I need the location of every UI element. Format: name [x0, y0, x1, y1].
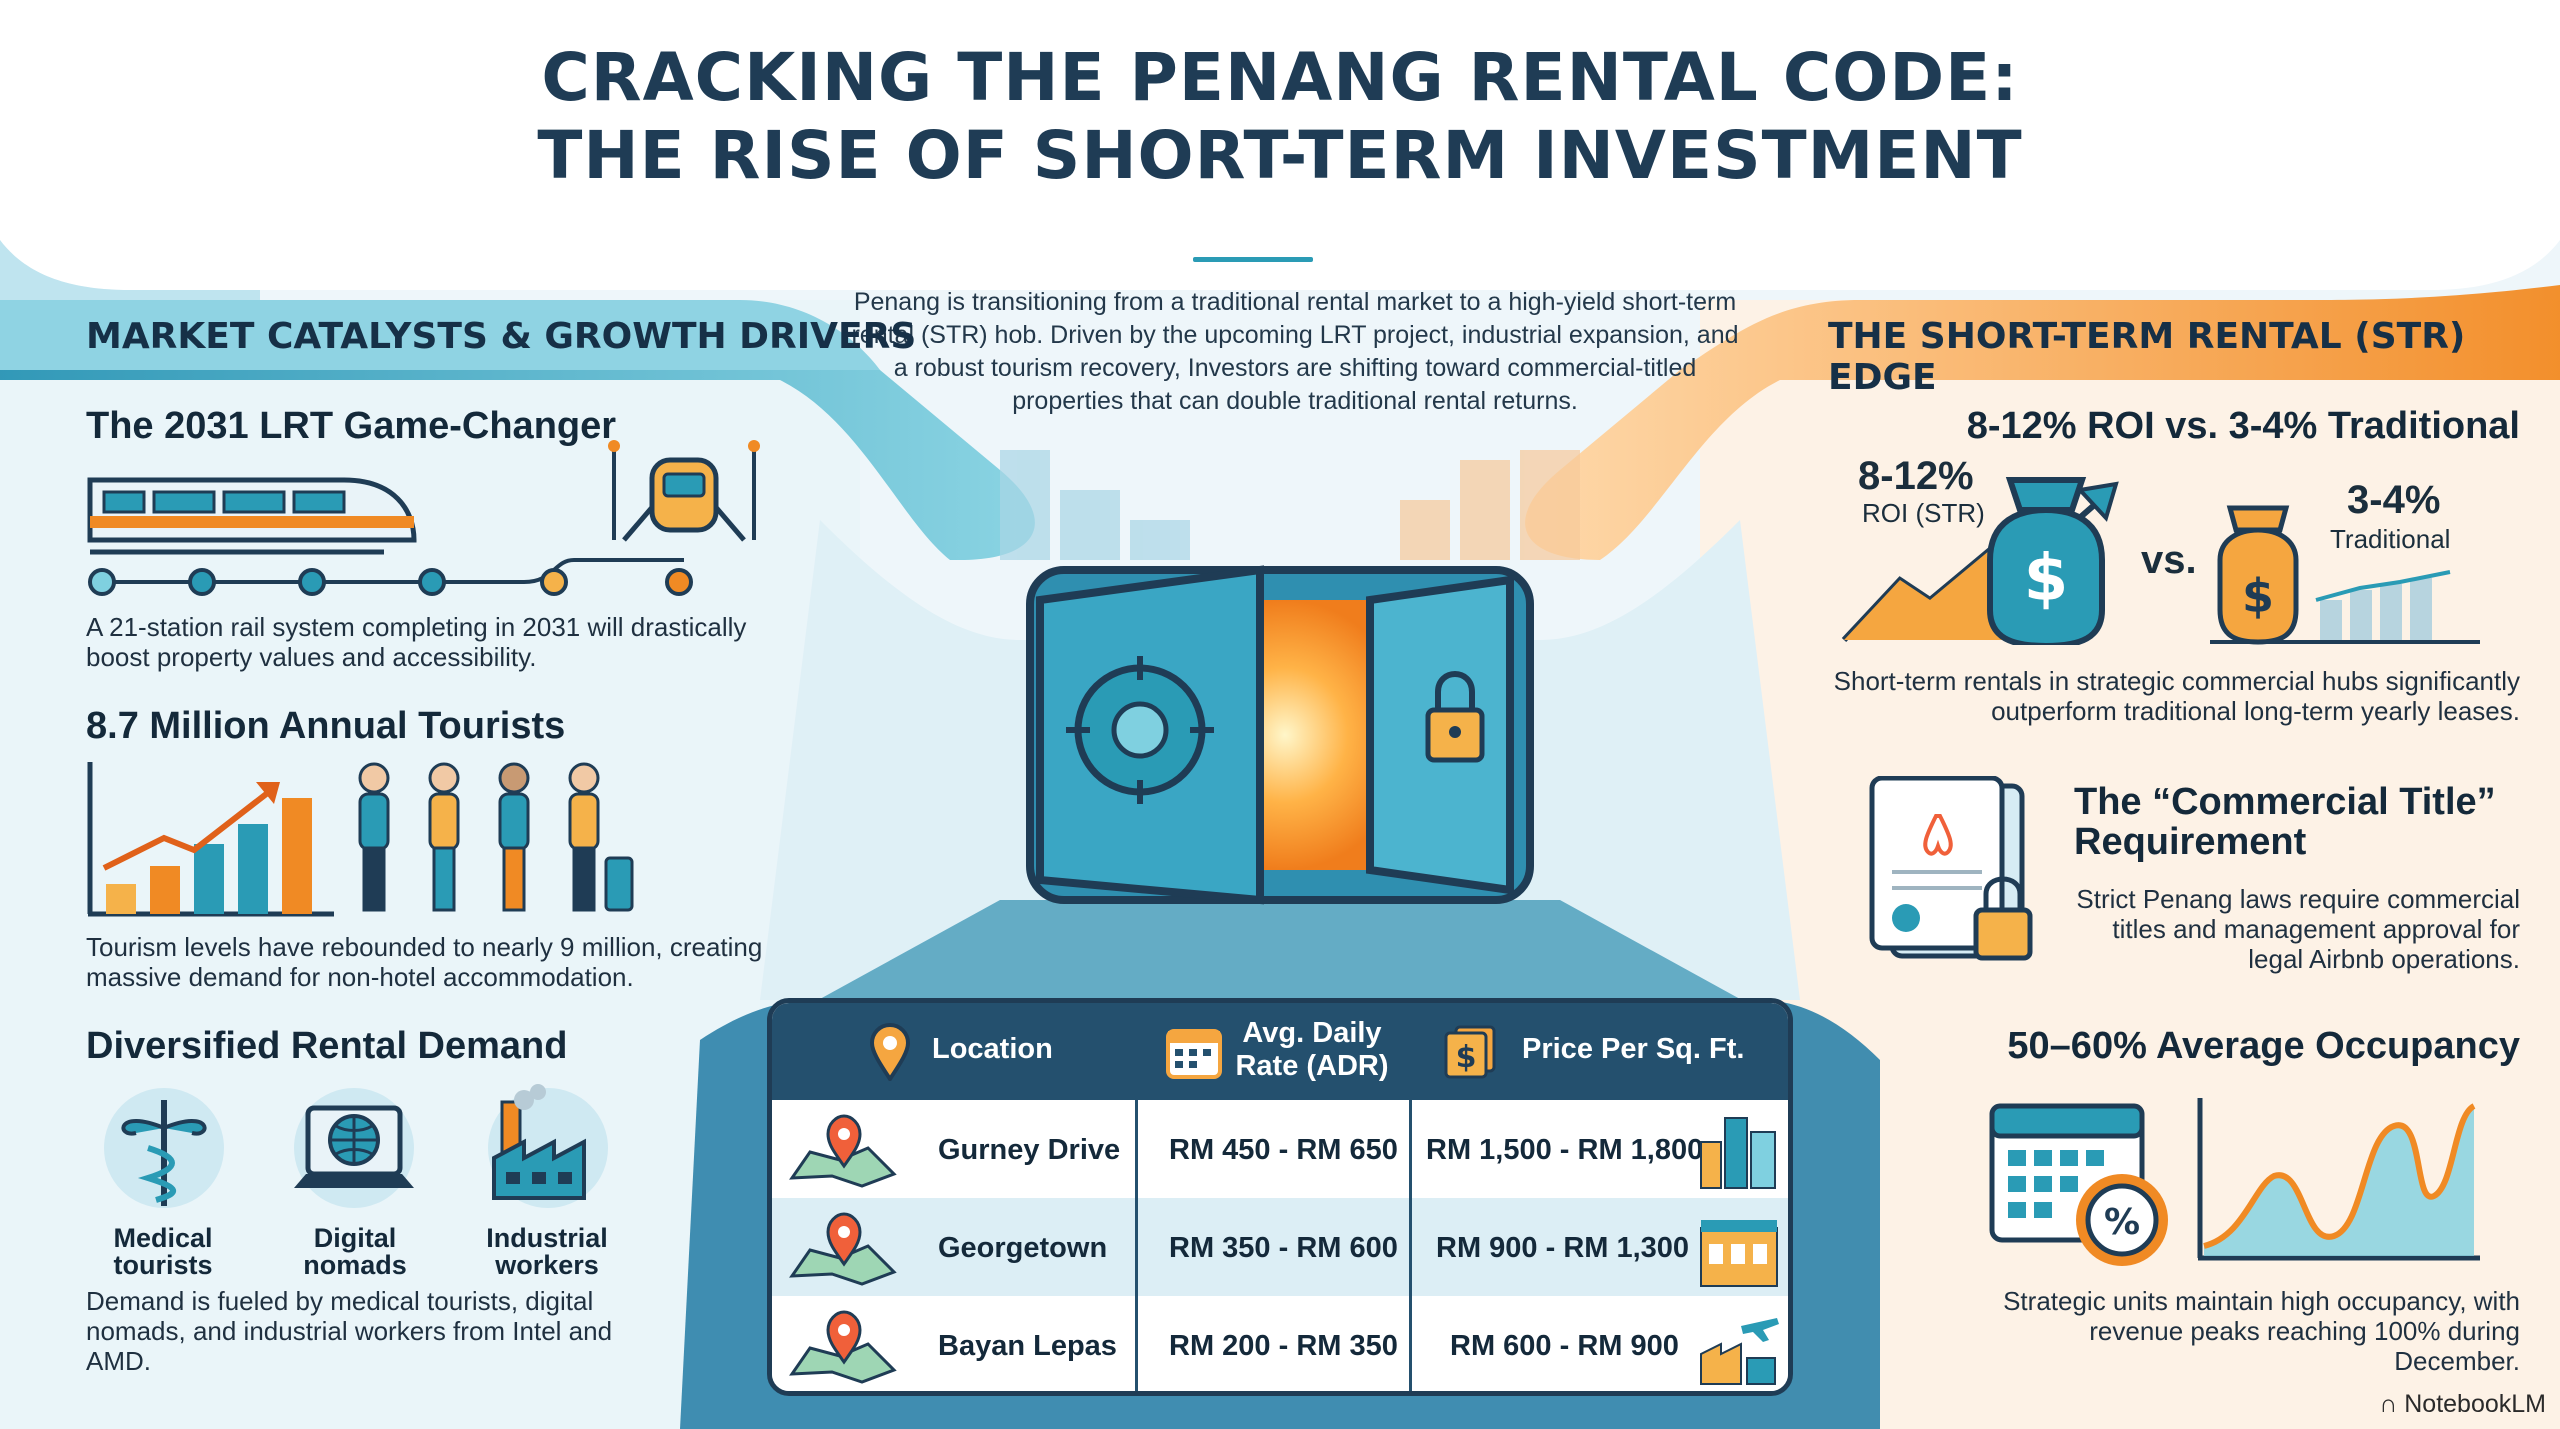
medical-tourists-label: Medical tourists	[113, 1223, 213, 1280]
location-cell: Georgetown	[938, 1232, 1108, 1264]
page-title-line2: THE RISE OF SHORT-TERM INVESTMENT	[537, 117, 2023, 194]
roi-vs-label: vs.	[2141, 538, 2197, 582]
header-location: Location	[932, 1033, 1053, 1065]
lrt-heading: The 2031 LRT Game-Changer	[86, 405, 617, 447]
notebooklm-icon: ∩	[2379, 1390, 2398, 1418]
page-title-line1: CRACKING THE PENANG RENTAL CODE:	[541, 39, 2019, 116]
map-pin-icon	[789, 1212, 897, 1286]
intro-paragraph: Penang is transitioning from a tradition…	[851, 288, 1739, 415]
header-adr: Avg. Daily Rate (ADR)	[1235, 1017, 1389, 1082]
price-cell: RM 900 - RM 1,300	[1436, 1232, 1690, 1264]
industrial-workers-label: Industrial workers	[486, 1223, 608, 1280]
table-divider	[1135, 1003, 1138, 1391]
notebooklm-logo: ∩ NotebookLM	[2379, 1390, 2546, 1419]
market-data-table: Location Avg. Daily Rate (ADR) $ Price P…	[767, 998, 1793, 1396]
vault-safe-icon	[1026, 565, 1534, 905]
tourism-growth-icon	[87, 762, 634, 917]
roi-trad-value: 3-4%	[2347, 478, 2441, 522]
svg-text:$: $	[2024, 542, 2069, 616]
table-row: Georgetown RM 350 - RM 600 RM 900 - RM 1…	[772, 1198, 1788, 1296]
location-pin-icon	[869, 1023, 911, 1081]
street-shops-icon	[1700, 1220, 1778, 1287]
svg-text:$: $	[1456, 1040, 1477, 1075]
location-cell: Gurney Drive	[938, 1134, 1121, 1166]
lrt-train-icon	[87, 440, 760, 596]
svg-text:%: %	[2104, 1202, 2140, 1243]
roi-str-value: 8-12%	[1858, 454, 1974, 498]
occupancy-description: Strategic units maintain high occupancy,…	[2003, 1286, 2520, 1376]
factory-airplane-icon	[1700, 1318, 1779, 1385]
adr-cell: RM 450 - RM 650	[1169, 1134, 1398, 1166]
roi-heading: 8-12% ROI vs. 3-4% Traditional	[1966, 405, 2520, 447]
table-row: Bayan Lepas RM 200 - RM 350 RM 600 - RM …	[772, 1296, 1788, 1391]
money-bags-icon: $ $	[1841, 477, 2480, 645]
right-section-title: THE SHORT-TERM RENTAL (STR) EDGE	[1828, 316, 2466, 398]
map-pin-icon	[789, 1114, 897, 1188]
occupancy-heading: 50–60% Average Occupancy	[2007, 1025, 2520, 1067]
calendar-percent-icon: %	[1989, 1103, 2168, 1266]
brand-label: NotebookLM	[2404, 1390, 2546, 1418]
table-row: Gurney Drive RM 450 - RM 650 RM 1,500 - …	[772, 1100, 1788, 1198]
roi-str-label: ROI (STR)	[1862, 498, 1985, 528]
svg-text:$: $	[2242, 569, 2274, 623]
header-price-per-sqft: Price Per Sq. Ft.	[1522, 1033, 1745, 1065]
calendar-icon	[1166, 1029, 1222, 1079]
table-divider	[1409, 1003, 1412, 1391]
tourists-description: Tourism levels have rebounded to nearly …	[86, 932, 763, 992]
factory-icon	[488, 1084, 608, 1208]
adr-cell: RM 200 - RM 350	[1169, 1330, 1398, 1362]
price-tag-dollar-icon: $	[1444, 1025, 1496, 1079]
map-pin-icon	[789, 1310, 897, 1384]
location-cell: Bayan Lepas	[938, 1330, 1117, 1362]
price-cell: RM 1,500 - RM 1,800	[1426, 1134, 1704, 1166]
price-cell: RM 600 - RM 900	[1450, 1330, 1679, 1362]
adr-cell: RM 350 - RM 600	[1169, 1232, 1398, 1264]
laptop-globe-icon	[294, 1088, 414, 1208]
digital-nomads-label: Digital nomads	[303, 1223, 407, 1280]
roi-trad-label: Traditional	[2330, 524, 2451, 554]
city-buildings-icon	[1700, 1117, 1776, 1189]
occupancy-trend-icon	[2197, 1098, 2480, 1261]
commercial-title-heading: The “Commercial Title” Requirement	[2074, 781, 2496, 863]
demand-description: Demand is fueled by medical tourists, di…	[86, 1286, 613, 1376]
commercial-description: Strict Penang laws require commercial ti…	[2076, 884, 2520, 974]
table-header-row: Location Avg. Daily Rate (ADR) $ Price P…	[772, 1003, 1788, 1100]
caduceus-icon	[104, 1088, 224, 1208]
lrt-description: A 21-station rail system completing in 2…	[86, 612, 747, 672]
roi-description: Short-term rentals in strategic commerci…	[1833, 666, 2520, 726]
left-section-title: MARKET CATALYSTS & GROWTH DRIVERS	[86, 316, 917, 357]
demand-heading: Diversified Rental Demand	[86, 1025, 568, 1067]
airbnb-document-lock-icon	[1869, 776, 2033, 961]
tourists-heading: 8.7 Million Annual Tourists	[86, 705, 566, 747]
